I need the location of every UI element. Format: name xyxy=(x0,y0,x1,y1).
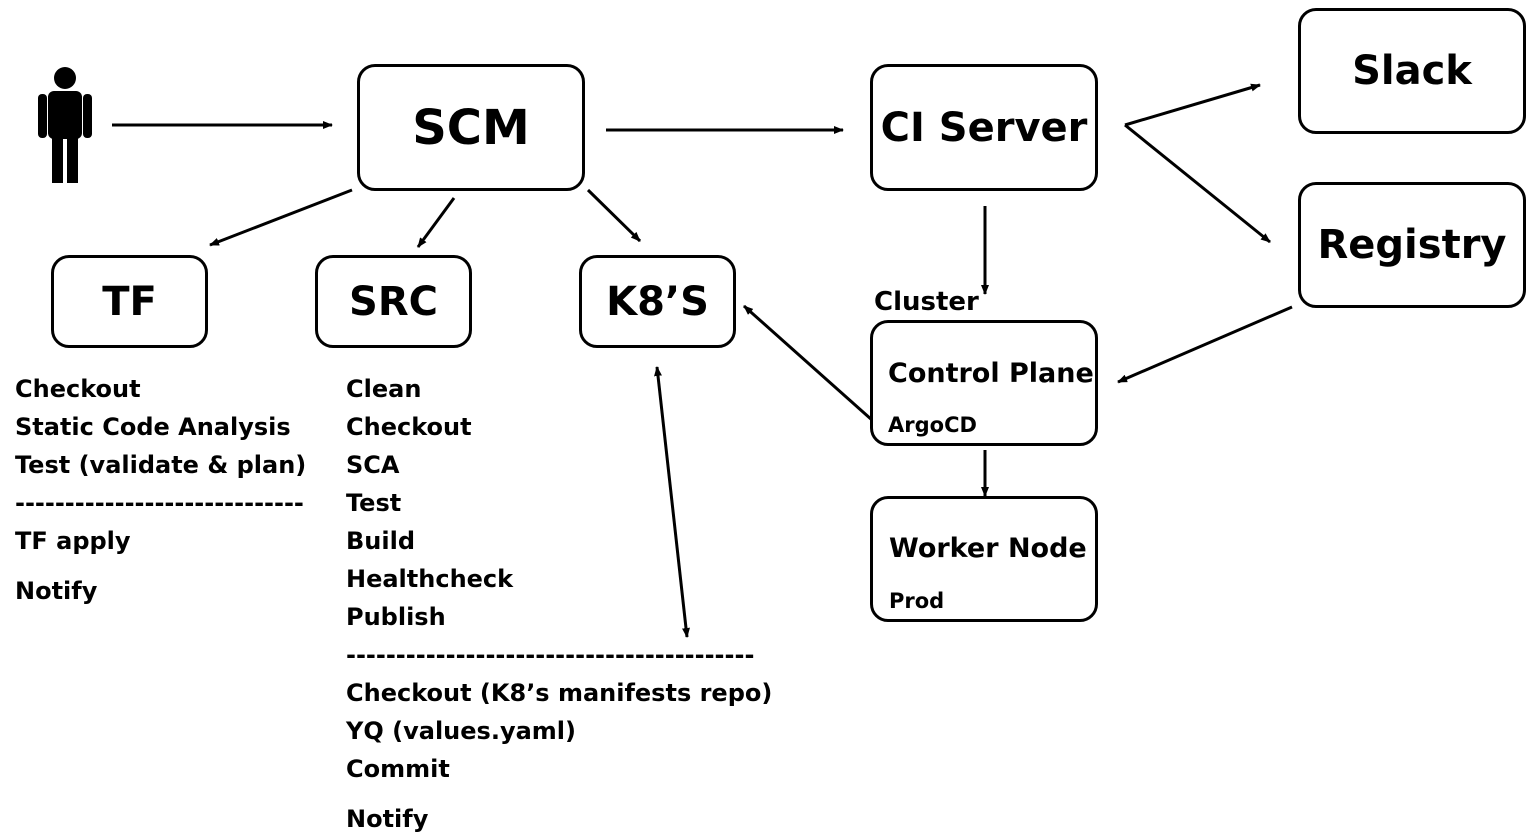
slack-node: Slack xyxy=(1298,8,1526,134)
arrow-scm-to-tf xyxy=(209,188,353,247)
arrow-control-plane-to-k8s xyxy=(743,304,873,422)
control-plane-node: Control Plane ArgoCD xyxy=(870,320,1098,446)
cluster-label: Cluster xyxy=(874,287,979,317)
src-label: SRC xyxy=(349,278,438,325)
arrow-ci-to-registry xyxy=(1124,123,1271,244)
person-icon xyxy=(38,67,92,183)
arrow-registry-to-control-plane xyxy=(1117,305,1293,384)
arrow-ci-to-slack xyxy=(1124,83,1261,127)
src-node: SRC xyxy=(315,255,472,348)
src-step: Test xyxy=(346,489,402,517)
src-step: Healthcheck xyxy=(346,565,514,593)
src-separator: ----------------------------------------… xyxy=(346,641,755,669)
src-step: Checkout (K8’s manifests repo) xyxy=(346,679,773,707)
tf-step: Notify xyxy=(15,577,98,605)
src-step: Clean xyxy=(346,375,422,403)
worker-node-label: Worker Node xyxy=(889,533,1087,564)
ci-server-node: CI Server xyxy=(870,64,1098,191)
arrow-k8s-bidirectional xyxy=(654,366,690,638)
src-step: SCA xyxy=(346,451,400,479)
control-plane-label: Control Plane xyxy=(888,358,1094,389)
tf-separator: ----------------------------- xyxy=(15,489,304,517)
scm-node: SCM xyxy=(357,64,585,191)
tf-steps-list: Checkout Static Code Analysis Test (vali… xyxy=(15,370,306,610)
worker-node: Worker Node Prod xyxy=(870,496,1098,622)
tf-step: Static Code Analysis xyxy=(15,413,291,441)
arrow-scm-to-k8s xyxy=(586,188,642,243)
slack-label: Slack xyxy=(1352,48,1472,94)
src-step: Notify xyxy=(346,805,429,833)
registry-node: Registry xyxy=(1298,182,1526,308)
src-step: Publish xyxy=(346,603,446,631)
tf-step: Test (validate & plan) xyxy=(15,451,307,479)
src-steps-list: Clean Checkout SCA Test Build Healthchec… xyxy=(346,370,772,838)
scm-label: SCM xyxy=(412,99,530,156)
argocd-label: ArgoCD xyxy=(888,413,977,437)
ci-server-label: CI Server xyxy=(880,104,1088,151)
tf-step: TF apply xyxy=(15,527,131,555)
src-step: Build xyxy=(346,527,416,555)
prod-label: Prod xyxy=(889,589,945,613)
src-step: Commit xyxy=(346,755,450,783)
tf-step: Checkout xyxy=(15,375,141,403)
k8s-node: K8’S xyxy=(579,255,736,348)
src-step: YQ (values.yaml) xyxy=(346,717,576,745)
tf-node: TF xyxy=(51,255,208,348)
registry-label: Registry xyxy=(1317,222,1507,268)
k8s-label: K8’S xyxy=(606,278,709,325)
src-step: Checkout xyxy=(346,413,472,441)
arrow-scm-to-src xyxy=(416,197,456,248)
tf-label: TF xyxy=(102,278,157,325)
